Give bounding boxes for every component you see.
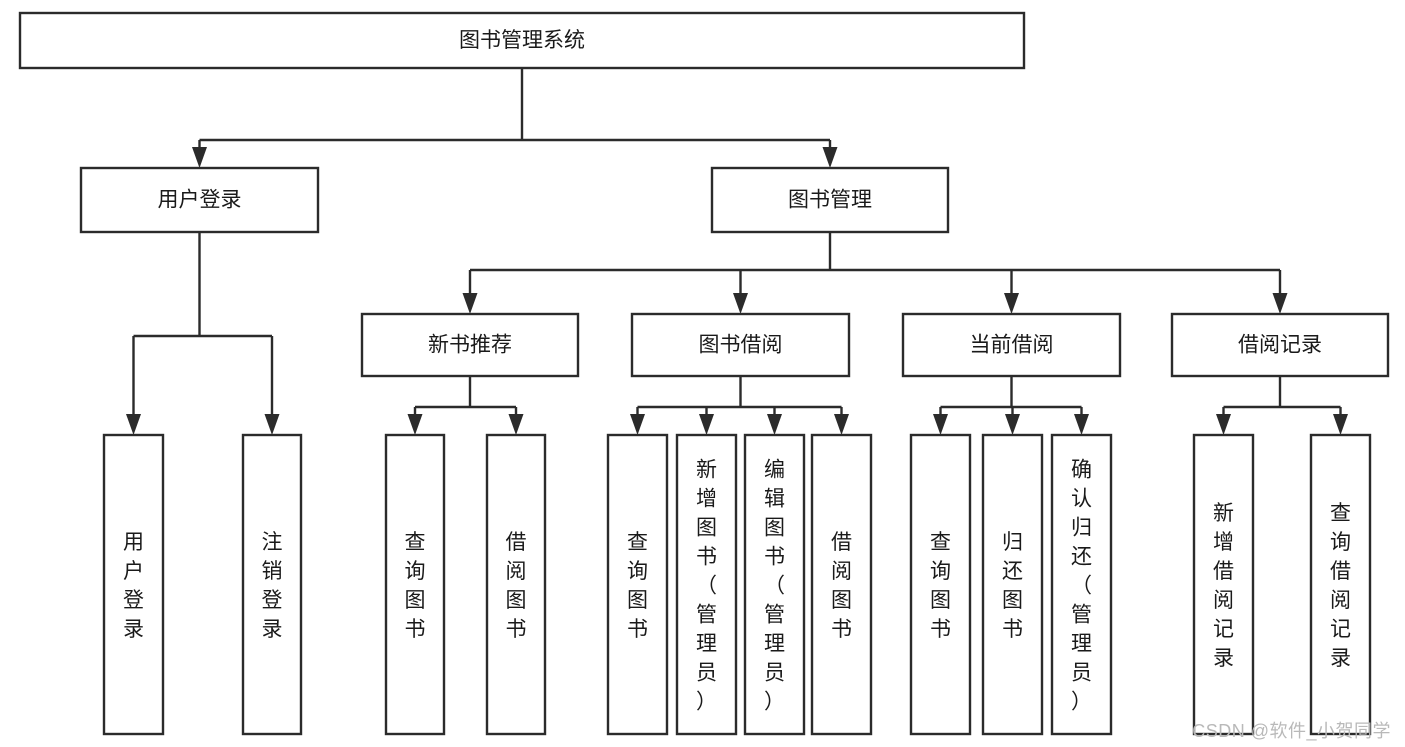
node-leaf-user-login[interactable]: 用户登录 — [102, 433, 165, 736]
node-leaf-query-book-2-rect — [606, 433, 669, 736]
arrow-head-leaf-query-book-1 — [407, 414, 423, 435]
node-root-label: 图书管理系统 — [459, 29, 585, 52]
node-leaf-add-book-label: 新增图书（管理员） — [696, 459, 717, 714]
arrow-head-l2-1 — [822, 147, 838, 168]
arrow-head-l2-0 — [192, 147, 207, 168]
node-leaf-borrow-book-2-label: 借阅图书 — [831, 531, 852, 641]
node-user-login-rect — [79, 166, 320, 234]
node-leaf-borrow-book-2-rect — [810, 433, 873, 736]
arrow-head-leaf-edit-book — [767, 414, 782, 435]
node-leaf-query-book-3[interactable]: 查询图书 — [909, 433, 972, 736]
node-borrow-record[interactable]: 借阅记录 — [1170, 312, 1390, 378]
node-current-borrow-rect — [901, 312, 1122, 378]
node-book-borrow[interactable]: 图书借阅 — [630, 312, 851, 378]
arrow-head-l3-1 — [733, 293, 748, 314]
node-leaf-add-book-rect — [675, 433, 738, 736]
arrow-head-leaf-user-logout — [264, 414, 280, 435]
node-leaf-user-login-label: 用户登录 — [123, 531, 144, 641]
node-current-borrow-label: 当前借阅 — [970, 334, 1054, 357]
node-new-book-recommend-label: 新书推荐 — [428, 334, 512, 357]
nodes-layer: 图书管理系统用户登录图书管理新书推荐图书借阅当前借阅借阅记录用户登录注销登录查询… — [18, 11, 1390, 736]
node-leaf-edit-book-label: 编辑图书（管理员） — [764, 459, 785, 714]
arrow-head-leaf-query-book-3 — [933, 414, 948, 435]
arrow-head-l3-0 — [462, 293, 478, 314]
node-borrow-record-rect — [1170, 312, 1390, 378]
arrow-head-leaf-user-login — [126, 414, 141, 435]
arrow-head-l3-2 — [1004, 293, 1019, 314]
node-user-login-label: 用户登录 — [158, 189, 242, 212]
node-leaf-query-book-3-rect — [909, 433, 972, 736]
node-leaf-user-login-rect — [102, 433, 165, 736]
node-leaf-return-book-rect — [981, 433, 1044, 736]
arrow-head-leaf-borrow-book-1 — [508, 414, 524, 435]
node-leaf-query-borrow-record-rect — [1309, 433, 1372, 736]
node-leaf-borrow-book-1[interactable]: 借阅图书 — [485, 433, 547, 736]
node-leaf-return-book-label: 归还图书 — [1002, 531, 1023, 641]
arrow-head-leaf-borrow-book-2 — [834, 414, 849, 435]
node-leaf-query-book-1-rect — [384, 433, 446, 736]
node-leaf-borrow-book-1-label: 借阅图书 — [506, 531, 527, 641]
node-book-manage-rect — [710, 166, 950, 234]
arrow-head-leaf-add-book — [699, 414, 714, 435]
arrow-head-leaf-return-book — [1005, 414, 1020, 435]
node-leaf-return-book[interactable]: 归还图书 — [981, 433, 1044, 736]
node-leaf-confirm-return-label: 确认归还（管理员） — [1071, 459, 1092, 714]
node-book-manage-label: 图书管理 — [788, 189, 872, 212]
node-leaf-user-logout-label: 注销登录 — [262, 531, 283, 641]
node-leaf-add-borrow-record-label: 新增借阅记录 — [1213, 502, 1234, 670]
node-leaf-confirm-return-rect — [1050, 433, 1113, 736]
node-leaf-query-book-3-label: 查询图书 — [930, 531, 951, 641]
node-leaf-query-book-2-label: 查询图书 — [627, 531, 648, 641]
node-user-login[interactable]: 用户登录 — [79, 166, 320, 234]
connectors-layer — [126, 68, 1348, 435]
node-leaf-query-book-2[interactable]: 查询图书 — [606, 433, 669, 736]
node-leaf-add-book[interactable]: 新增图书（管理员） — [675, 433, 738, 736]
node-new-book-recommend[interactable]: 新书推荐 — [360, 312, 580, 378]
node-leaf-borrow-book-1-rect — [485, 433, 547, 736]
node-leaf-borrow-book-2[interactable]: 借阅图书 — [810, 433, 873, 736]
arrow-head-leaf-confirm-return — [1074, 414, 1089, 435]
node-leaf-add-borrow-record[interactable]: 新增借阅记录 — [1192, 433, 1255, 736]
node-new-book-recommend-rect — [360, 312, 580, 378]
node-leaf-user-logout-rect — [241, 433, 303, 736]
node-leaf-query-book-1[interactable]: 查询图书 — [384, 433, 446, 736]
node-book-manage[interactable]: 图书管理 — [710, 166, 950, 234]
node-leaf-add-borrow-record-rect — [1192, 433, 1255, 736]
arrow-head-leaf-add-borrow-record — [1216, 414, 1231, 435]
node-leaf-user-logout[interactable]: 注销登录 — [241, 433, 303, 736]
node-leaf-query-book-1-label: 查询图书 — [405, 531, 426, 641]
node-leaf-query-borrow-record[interactable]: 查询借阅记录 — [1309, 433, 1372, 736]
arrow-head-l3-3 — [1272, 293, 1288, 314]
node-borrow-record-label: 借阅记录 — [1238, 334, 1322, 357]
node-book-borrow-label: 图书借阅 — [699, 334, 783, 357]
arrow-head-leaf-query-book-2 — [630, 414, 645, 435]
node-current-borrow[interactable]: 当前借阅 — [901, 312, 1122, 378]
node-leaf-edit-book[interactable]: 编辑图书（管理员） — [743, 433, 806, 736]
node-leaf-query-borrow-record-label: 查询借阅记录 — [1330, 502, 1351, 670]
node-book-borrow-rect — [630, 312, 851, 378]
watermark-label: CSDN @软件_小贺同学 — [1192, 721, 1391, 741]
node-leaf-confirm-return[interactable]: 确认归还（管理员） — [1050, 433, 1113, 736]
arrow-head-leaf-query-borrow-record — [1333, 414, 1348, 435]
node-root-rect — [18, 11, 1026, 70]
node-root[interactable]: 图书管理系统 — [18, 11, 1026, 70]
node-leaf-edit-book-rect — [743, 433, 806, 736]
